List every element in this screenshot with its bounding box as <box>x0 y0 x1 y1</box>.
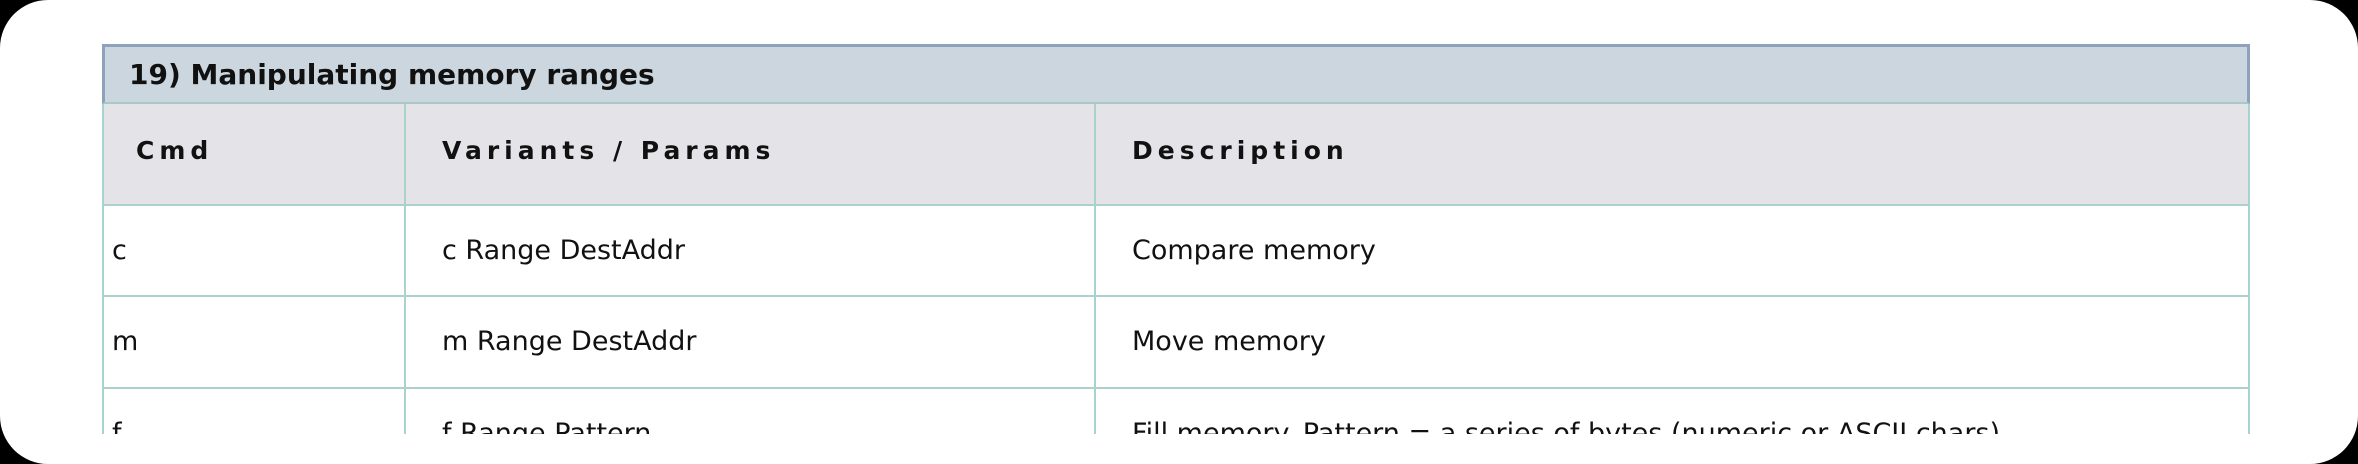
cell-cmd: m <box>112 325 139 357</box>
section-title: 19) Manipulating memory ranges <box>102 44 2250 104</box>
cell-description: Fill memory. Pattern = a series of bytes… <box>1132 417 2001 435</box>
header-variants-params: Variants / Params <box>442 135 776 165</box>
header-description: Description <box>1132 135 1349 165</box>
command-table: 19) Manipulating memory ranges Cmd Varia… <box>102 44 2252 434</box>
cell-cmd: f <box>112 417 122 435</box>
cell-variants-params: m Range DestAddr <box>442 325 697 357</box>
column-divider <box>404 104 406 434</box>
table-row: m m Range DestAddr Move memory <box>102 295 2250 387</box>
table-header-row: Cmd Variants / Params Description <box>102 104 2250 204</box>
header-cmd: Cmd <box>136 135 214 165</box>
column-divider <box>1094 104 1096 434</box>
cell-variants-params: c Range DestAddr <box>442 234 686 266</box>
cell-variants-params: f Range Pattern <box>442 417 652 435</box>
table-row: c c Range DestAddr Compare memory <box>102 204 2250 296</box>
cell-cmd: c <box>112 234 127 266</box>
table-row: f f Range Pattern Fill memory. Pattern =… <box>102 387 2250 434</box>
cell-description: Compare memory <box>1132 234 1376 266</box>
cell-description: Move memory <box>1132 325 1326 357</box>
